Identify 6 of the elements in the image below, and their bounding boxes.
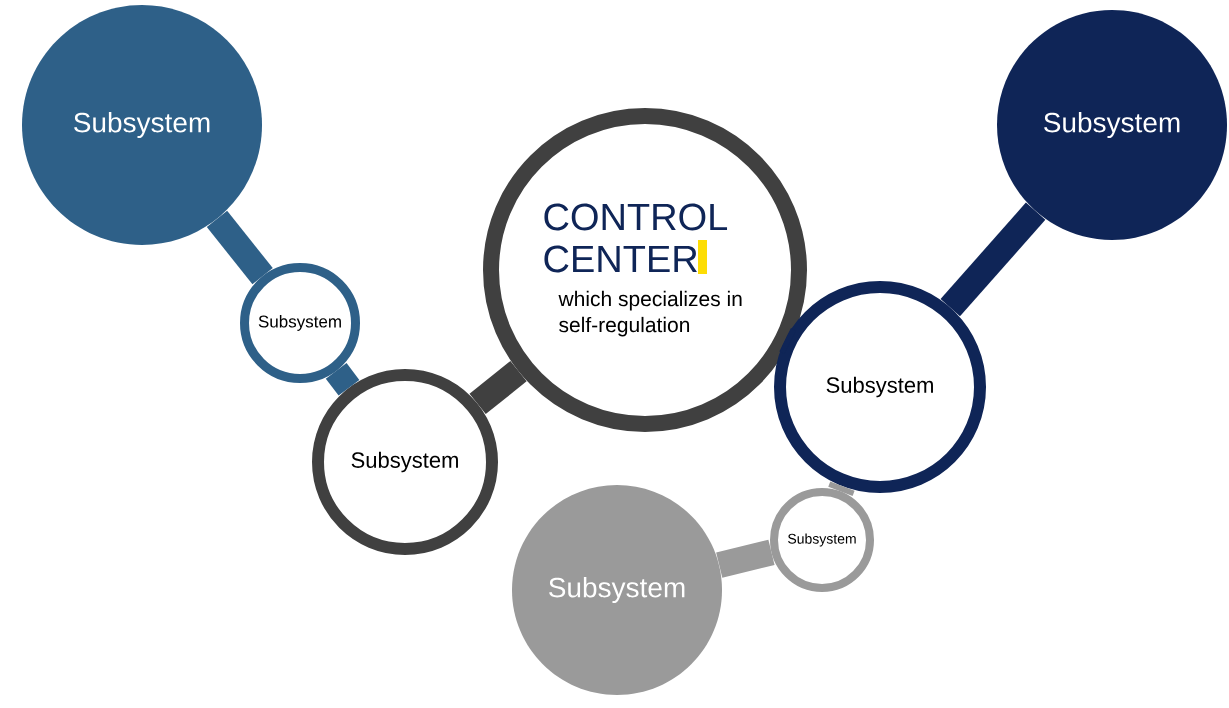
connector — [469, 361, 527, 415]
connector — [940, 202, 1046, 317]
connector — [325, 363, 360, 396]
connector — [716, 539, 775, 578]
connector — [206, 210, 273, 285]
connector — [828, 481, 855, 496]
